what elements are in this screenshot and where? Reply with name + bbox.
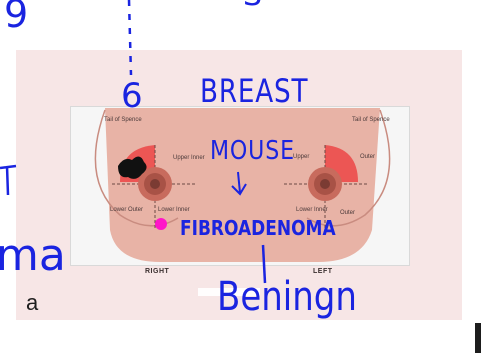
annotation-breast: BREAST: [200, 72, 308, 110]
annotation-six: 6: [121, 76, 143, 116]
dotted-vertical-line: [129, 0, 131, 75]
right-upper-inner-label: Upper Inner: [173, 155, 205, 162]
annotation-s: S: [243, 0, 262, 13]
annotation-ma: ma: [0, 230, 66, 281]
annotation-a: a: [26, 290, 38, 316]
corner-bar: [475, 323, 481, 353]
left-lower-inner-label: Lower Inner: [296, 207, 328, 214]
right-lower-outer-label: Lower Outer: [110, 207, 143, 214]
right-tail-of-spence-label: Tail of Spence: [104, 117, 142, 124]
annotation-beningn: Beningn: [217, 274, 357, 320]
annotation-t: T: [0, 160, 1, 161]
left-tail-of-spence-label: Tail of Spence: [352, 117, 390, 124]
right-side-label: RIGHT: [145, 268, 169, 275]
annotation-nine: 9: [4, 0, 28, 36]
left-lower-outer-label: Outer: [340, 210, 355, 217]
annotation-fibroadenoma: FIBROADENOMA: [180, 216, 336, 240]
right-lower-inner-label: Lower Inner: [158, 207, 190, 214]
magenta-dot: [155, 218, 167, 230]
annotation-mouse: MOUSE: [210, 136, 295, 166]
left-outer-label: Outer: [360, 154, 375, 161]
left-upper-label: Upper: [293, 154, 309, 161]
